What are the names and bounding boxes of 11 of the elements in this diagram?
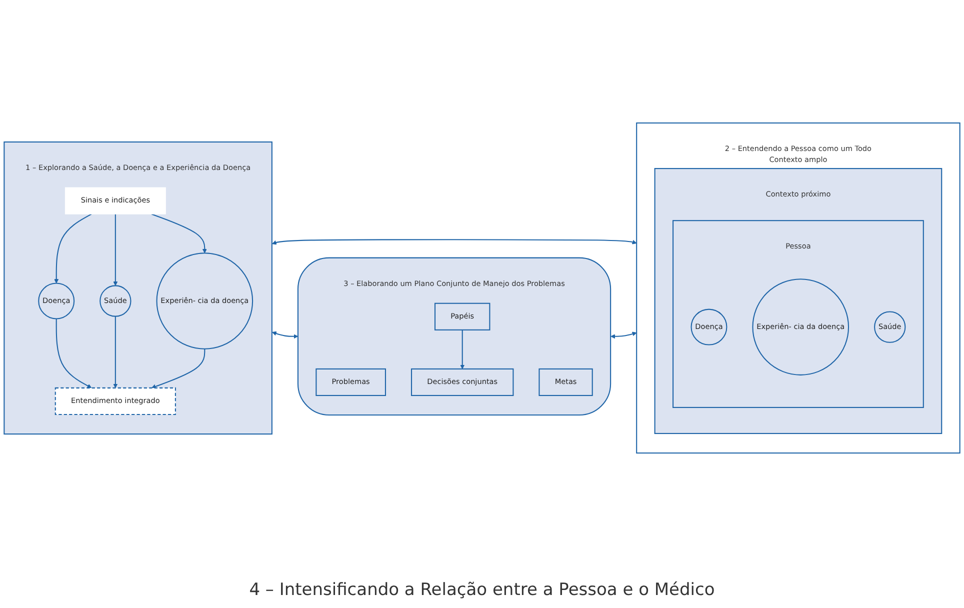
arrow <box>610 332 637 339</box>
arrow <box>54 214 92 284</box>
arrow <box>151 214 207 254</box>
arrow <box>56 318 92 388</box>
arrow <box>151 348 206 389</box>
arrow <box>460 330 465 370</box>
section-heading: 4 – Intensificando a Relação entre a Pessoa e o Médico <box>249 580 715 600</box>
arrow <box>113 316 118 388</box>
arrow <box>272 239 637 245</box>
arrow <box>272 331 298 339</box>
arrow <box>113 214 118 286</box>
